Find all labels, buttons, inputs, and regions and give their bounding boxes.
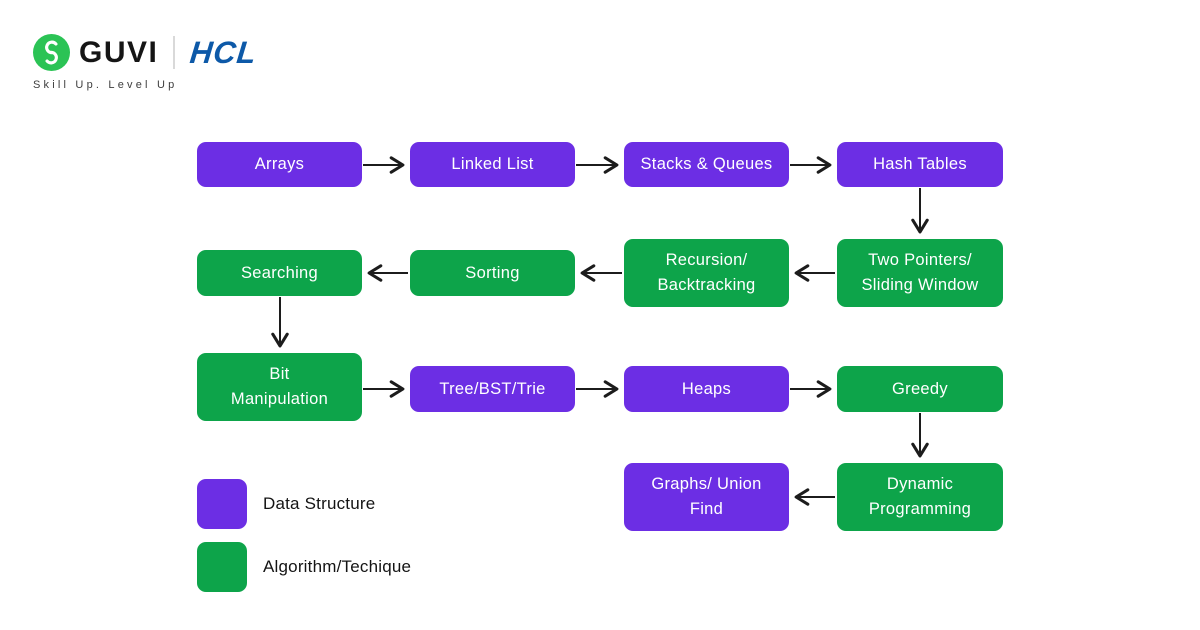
brand-divider [173,36,176,69]
node-bit-manipulation: Bit Manipulation [197,353,362,421]
node-recursion-backtracking: Recursion/ Backtracking [624,239,789,307]
brand-row: GUVI HCL [33,34,259,71]
node-hash-tables: Hash Tables [837,142,1003,187]
node-arrays: Arrays [197,142,362,187]
brand-tagline: Skill Up. Level Up [33,79,178,91]
node-searching: Searching [197,250,362,296]
node-stacks-queues: Stacks & Queues [624,142,789,187]
legend-label-algorithm: Algorithm/Techique [263,557,412,576]
guvi-wordmark: GUVI [79,35,159,69]
brand-header: GUVI HCL Skill Up. Level Up [33,34,259,91]
algorithm-swatch [197,542,247,592]
node-tree-bst-trie: Tree/BST/Trie [410,366,575,412]
data-structure-swatch [197,479,247,529]
guvi-logo-icon [33,34,70,71]
node-two-pointers-sliding-window: Two Pointers/ Sliding Window [837,239,1003,307]
node-graphs-union-find: Graphs/ Union Find [624,463,789,531]
legend-item-algorithm: Algorithm/Techique [197,542,411,592]
node-dynamic-programming: Dynamic Programming [837,463,1003,531]
hcl-wordmark: HCL [188,34,259,70]
node-linked-list: Linked List [410,142,575,187]
node-heaps: Heaps [624,366,789,412]
legend-label-data-structure: Data Structure [263,494,376,513]
node-greedy: Greedy [837,366,1003,412]
legend-item-data-structure: Data Structure [197,479,375,529]
node-sorting: Sorting [410,250,575,296]
